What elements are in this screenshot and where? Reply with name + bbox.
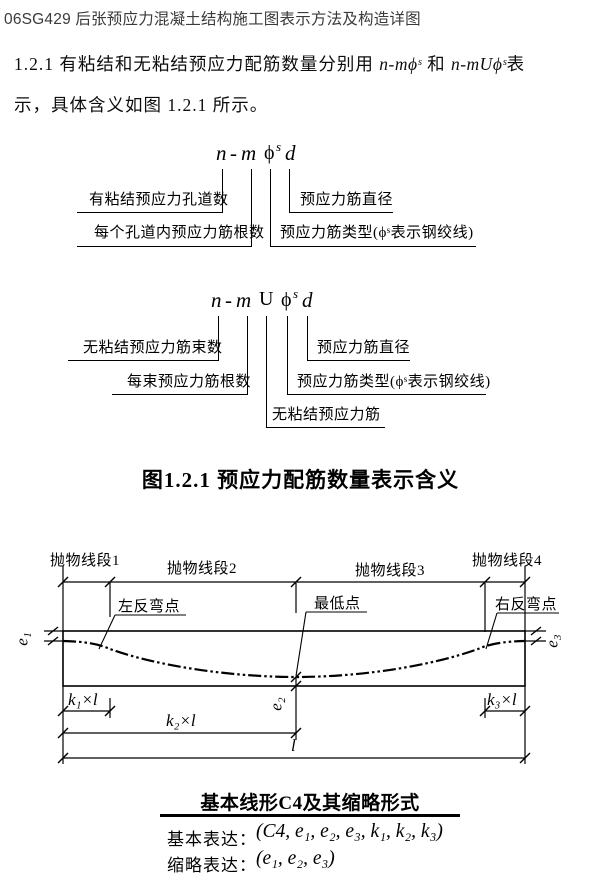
unbonded-leader-u — [266, 316, 268, 428]
left-inflection-label: 左反弯点 — [118, 599, 181, 615]
summary-title: 基本线形C4及其缩略形式 — [200, 793, 420, 814]
short-expression-label: 缩略表达： — [167, 856, 257, 875]
bonded-label-diameter: 预应力筋直径 — [300, 192, 394, 208]
unbonded-leader-m — [247, 316, 249, 395]
bonded-symbol-minus: - — [230, 141, 237, 165]
figure-caption: 图1.2.1 预应力配筋数量表示含义 — [141, 468, 460, 492]
inline-formula-unbonded: n-mUϕˢ — [450, 54, 507, 74]
unbonded-leader-phi — [287, 316, 289, 395]
unbonded-underline-diameter — [307, 360, 410, 362]
unbonded-symbol-d: d — [302, 288, 313, 312]
bonded-label-type: 预应力筋类型(ϕˢ表示钢绞线) — [280, 225, 474, 241]
segment-1-label: 抛物线段1 — [50, 553, 121, 569]
segment-3-label: 抛物线段3 — [355, 563, 426, 579]
span-length-label: l — [291, 736, 296, 755]
bonded-underline-type — [270, 246, 476, 248]
unbonded-underline-type — [287, 394, 486, 396]
k3-length-label: k₃×l — [487, 690, 517, 709]
tendon-profile-drawing — [44, 566, 559, 764]
bonded-symbol-sup-s: s — [276, 139, 282, 154]
unbonded-symbol-n: n — [211, 288, 222, 312]
eccentricity-e1-label: e₁ — [12, 632, 32, 646]
bonded-symbol-m: m — [241, 141, 257, 165]
unbonded-label-bundle-count: 无粘结预应力筋束数 — [83, 340, 223, 356]
k1-length-label: k₁×l — [68, 690, 98, 709]
unbonded-label-strands-per-bundle: 每束预应力筋根数 — [127, 374, 252, 390]
dimension-lines — [44, 566, 546, 764]
bonded-leader-phi — [270, 169, 272, 247]
basic-expression-value: (C4, e₁, e₂, e₃, k₁, k₂, k₃) — [256, 821, 443, 842]
bonded-underline-diameter — [289, 212, 393, 214]
unbonded-symbol-u: U — [259, 288, 274, 310]
short-expression-value: (e₁, e₂, e₃) — [256, 848, 335, 869]
unbonded-symbol-phi: ϕ — [281, 289, 292, 311]
page-title: 06SG429 后张预应力混凝土结构施工图表示方法及构造详图 — [4, 11, 421, 28]
intro-line-1: 1.2.1 有粘结和无粘结预应力配筋数量分别用 n-mϕˢ 和 n-mUϕˢ表 — [14, 51, 525, 76]
inline-formula-bonded: n-mϕˢ — [379, 54, 422, 74]
unbonded-symbol-sup-s: s — [293, 286, 299, 301]
intro-line-2: 示，具体含义如图 1.2.1 所示。 — [14, 95, 269, 115]
unbonded-symbol-m: m — [236, 288, 252, 312]
bonded-symbol-d: d — [285, 141, 296, 165]
segment-2-label: 抛物线段2 — [167, 561, 238, 577]
lowest-point-label: 最低点 — [314, 596, 361, 612]
segment-4-label: 抛物线段4 — [472, 553, 543, 569]
unbonded-label-diameter: 预应力筋直径 — [317, 340, 411, 356]
unbonded-label-unbonded-tendon: 无粘结预应力筋 — [272, 407, 381, 423]
unbonded-underline-unbonded-tendon — [266, 427, 385, 429]
annotation-leaders — [98, 611, 559, 677]
bonded-symbol-phi: ϕ — [264, 142, 275, 164]
eccentricity-e2-label: e₂ — [266, 697, 286, 711]
k2-length-label: k₂×l — [166, 711, 196, 730]
unbonded-label-type: 预应力筋类型(ϕˢ表示钢绞线) — [297, 374, 491, 390]
bonded-symbol-n: n — [216, 141, 227, 165]
bonded-label-duct-count: 有粘结预应力孔道数 — [89, 192, 229, 208]
dimension-ticks — [47, 576, 542, 764]
unbonded-underline-strands-per-bundle — [112, 394, 247, 396]
unbonded-underline-bundle-count — [68, 360, 218, 362]
beam-outline — [62, 630, 526, 687]
right-inflection-label: 右反弯点 — [495, 597, 558, 613]
bonded-label-strands-per-duct: 每个孔道内预应力筋根数 — [94, 225, 265, 241]
bonded-leader-m — [251, 169, 253, 247]
bonded-leader-d — [289, 169, 291, 213]
intro-text-2: 和 — [421, 54, 451, 74]
unbonded-leader-n — [218, 316, 220, 361]
basic-expression-label: 基本表达： — [167, 830, 257, 849]
bonded-underline-strands-per-duct — [77, 246, 252, 248]
unbonded-leader-d — [307, 316, 309, 361]
summary-rule — [160, 814, 460, 817]
bonded-leader-n — [222, 169, 224, 213]
bonded-underline-duct-count — [77, 212, 223, 214]
unbonded-symbol-minus: - — [225, 288, 232, 312]
eccentricity-e3-label: e₃ — [542, 634, 562, 648]
tendon-curve — [62, 639, 526, 679]
intro-text-3: 表 — [506, 54, 526, 74]
intro-text-1: 1.2.1 有粘结和无粘结预应力配筋数量分别用 — [14, 54, 380, 74]
